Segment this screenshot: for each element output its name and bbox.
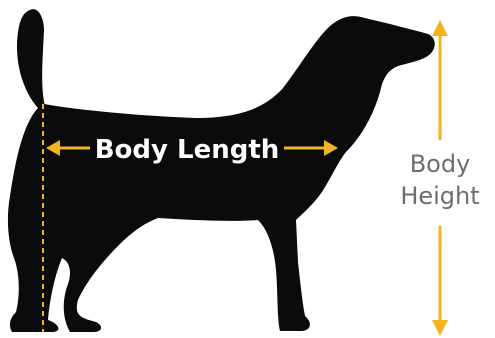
height-arrow-top-head: [432, 20, 448, 36]
body-height-label-line1: Body: [410, 150, 471, 178]
height-arrow-bottom-head: [432, 320, 448, 336]
dog-tail: [17, 9, 45, 108]
dog-silhouette-icon: [8, 9, 435, 332]
body-length-label: Body Length: [95, 135, 280, 165]
body-height-label-line2: Height: [400, 182, 479, 210]
dog-body: [8, 16, 435, 332]
double-arrow-vertical-icon: [432, 20, 448, 336]
